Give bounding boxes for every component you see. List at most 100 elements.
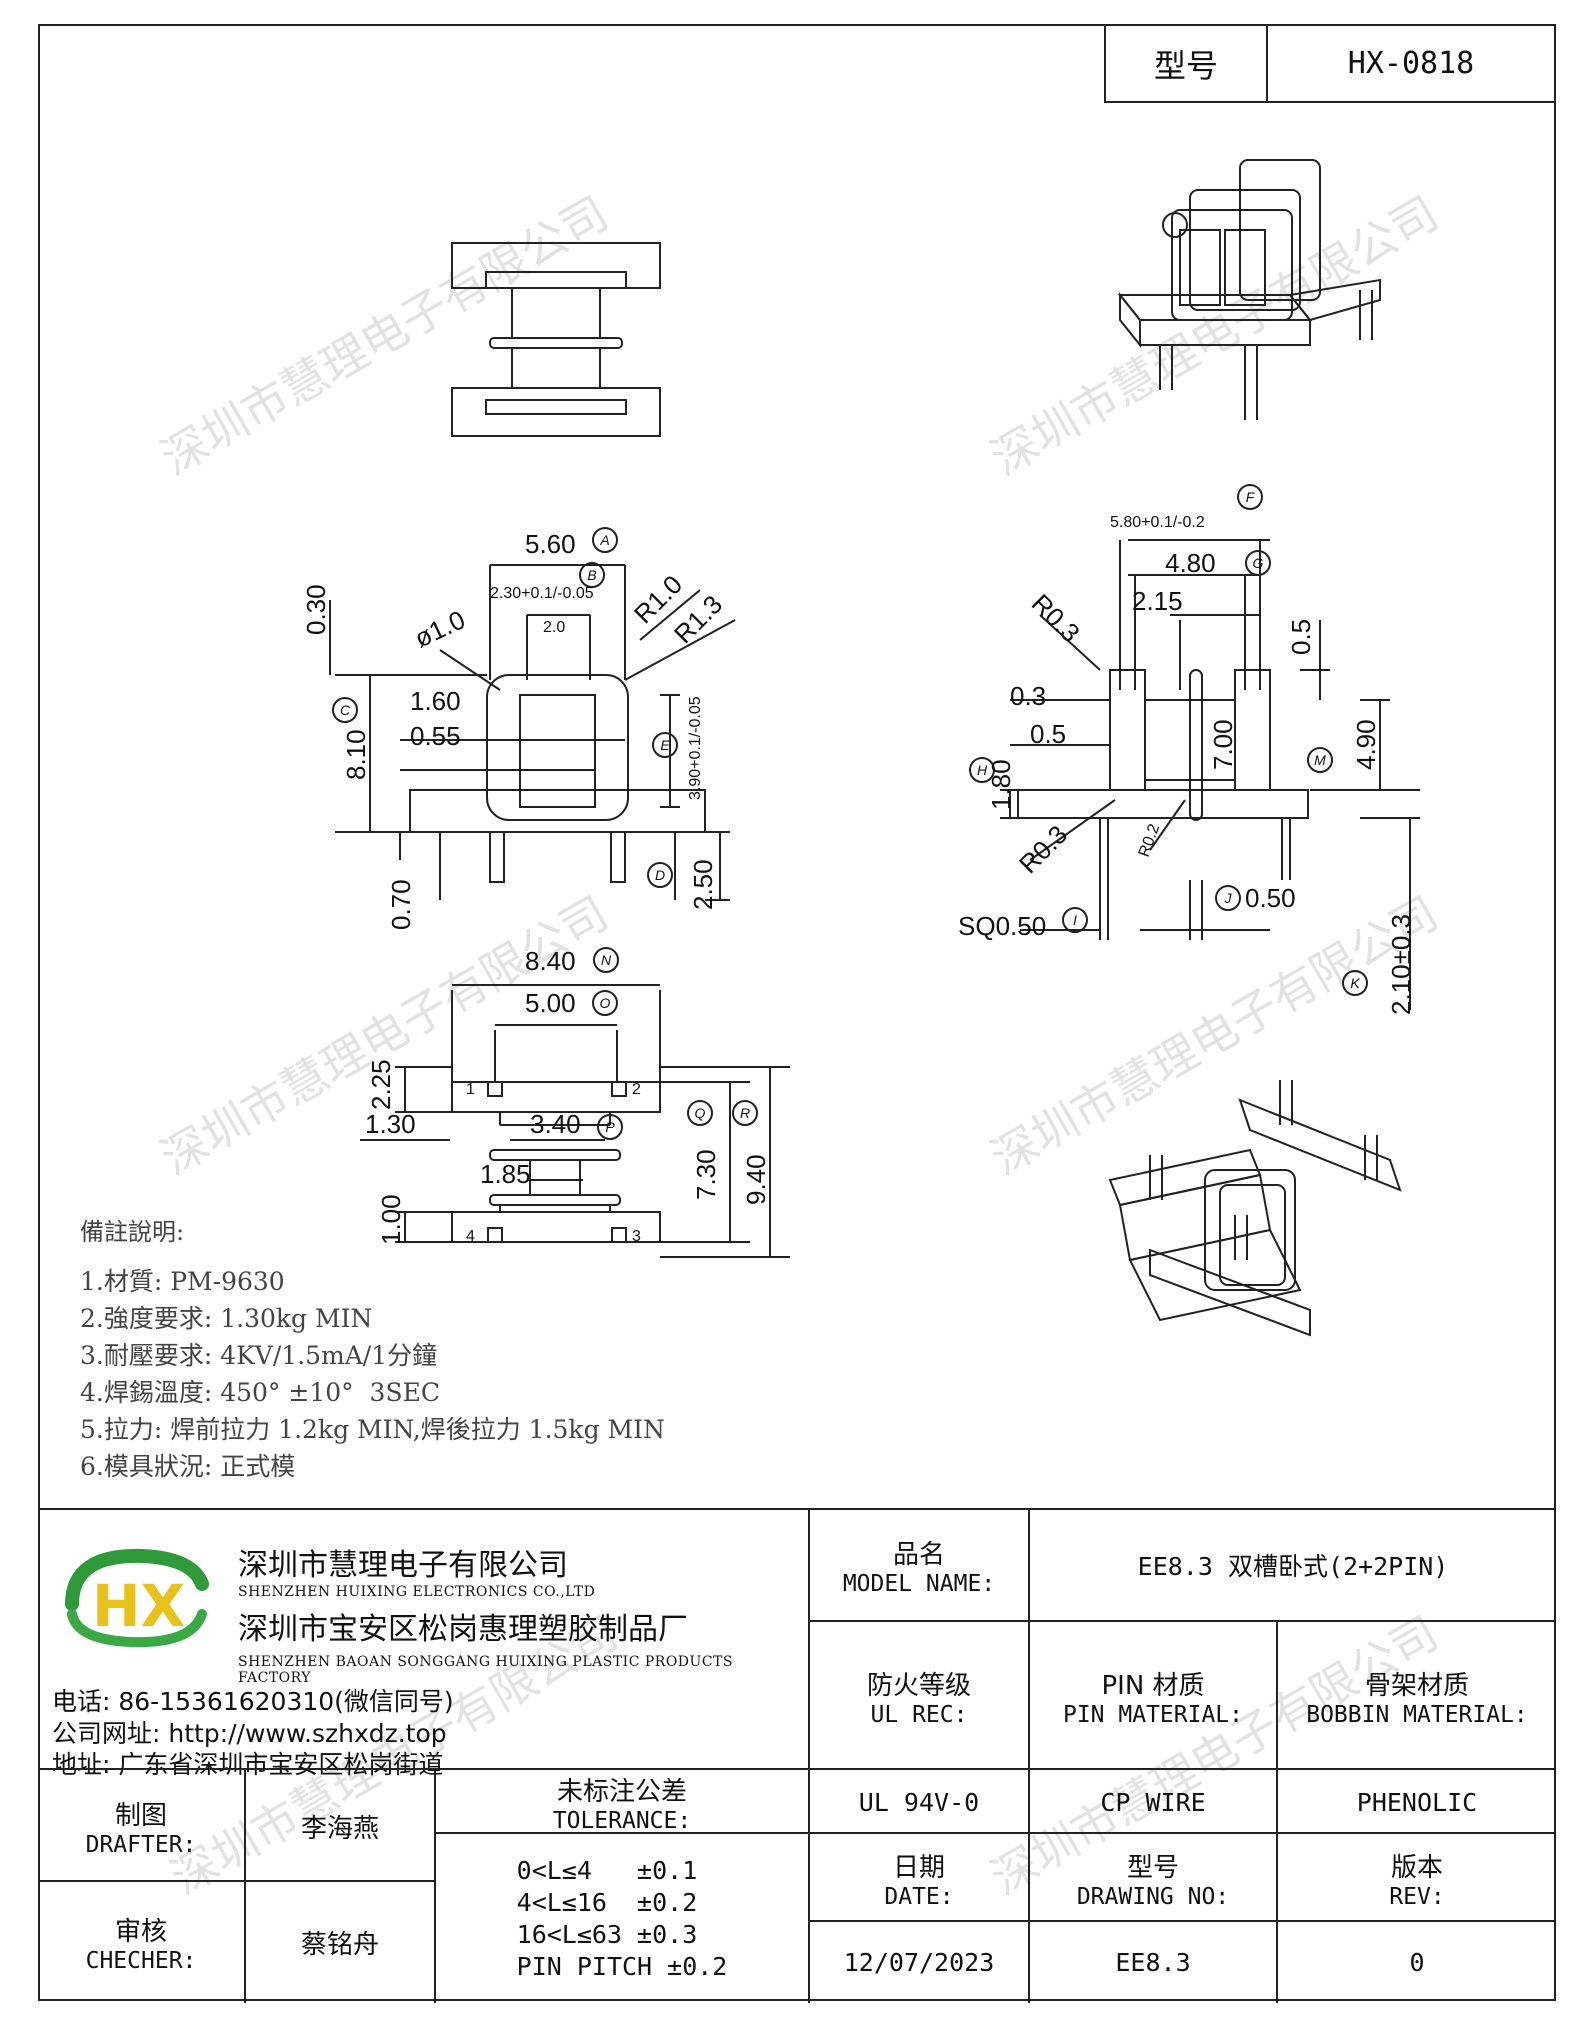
- drawing-en: DRAWING NO:: [1076, 1883, 1230, 1910]
- callout-m: M: [1314, 752, 1326, 768]
- dim-r03a: R0.3: [1026, 588, 1086, 648]
- tolerance-line: 4<L≤16 ±0.2: [516, 1887, 698, 1917]
- dim-k: 2.10±0.3: [1386, 914, 1416, 1015]
- dim-05b: 0.5: [1030, 719, 1066, 749]
- note-item: 6.模具狀況: 正式模: [80, 1452, 296, 1481]
- dim-q: 7.30: [691, 1149, 721, 1200]
- dim-h810: 8.10: [341, 729, 371, 780]
- bobbin-material-label-cell: 骨架材质 BOBBIN MATERIAL:: [1276, 1620, 1556, 1770]
- dim-03: 0.3: [1010, 681, 1046, 711]
- bobbin-cn: 骨架材质: [1364, 1670, 1469, 1701]
- dim-p: 3.40: [530, 1109, 581, 1139]
- drafter-value: 李海燕: [300, 1813, 379, 1844]
- pin-material-label-cell: PIN 材质 PIN MATERIAL:: [1028, 1620, 1276, 1770]
- drawing-value-cell: EE8.3: [1028, 1920, 1276, 2003]
- dimension-labels: 5.60 2.30+0.1/-0.05 2.0 ø1.0 R1.0 R1.3 0…: [301, 489, 1416, 1245]
- pin-cn: PIN 材质: [1101, 1670, 1205, 1701]
- factory-name-cn: 深圳市宝安区松岗惠理塑胶制品厂: [238, 1612, 688, 1647]
- pin-value-cell: CP WIRE: [1028, 1768, 1276, 1834]
- dim-r02: R0.2: [1136, 822, 1164, 860]
- dim-100: 1.00: [376, 1194, 406, 1245]
- model-name-cn: 品名: [892, 1539, 945, 1570]
- pin-value: CP WIRE: [1100, 1787, 1206, 1817]
- checker-value: 蔡铭舟: [300, 1930, 379, 1960]
- callout-g: G: [1253, 555, 1264, 571]
- title-block: HX 深圳市慧理电子有限公司 SHENZHEN HUIXING ELECTRON…: [38, 1508, 1556, 2003]
- company-name-en: SHENZHEN HUIXING ELECTRONICS CO.,LTD: [238, 1584, 596, 1600]
- isometric-view-top: [1117, 159, 1381, 420]
- drawing-no-label-cell: 型号 DRAWING NO:: [1028, 1832, 1276, 1922]
- notes-section: 備註說明: 1.材質: PM-9630 2.強度要求: 1.30kg MIN 3…: [80, 1212, 665, 1485]
- dim-h030: 0.30: [301, 584, 331, 635]
- logo-text: HX: [92, 1572, 185, 1640]
- callout-r: R: [740, 1105, 750, 1121]
- callout-b: B: [587, 567, 596, 583]
- dim-e: 3.90+0.1/-0.05: [687, 696, 704, 800]
- notes-title: 備註說明:: [80, 1218, 185, 1246]
- company-logo: HX: [65, 1548, 209, 1648]
- drafter-en: DRAFTER:: [85, 1831, 197, 1858]
- pin-2: 2: [632, 1081, 641, 1098]
- note-item: 4.焊錫溫度: 450° ±10° 3SEC: [80, 1378, 440, 1407]
- drawing-sheet-border: [38, 24, 1556, 2001]
- drafter-cn: 制图: [114, 1800, 167, 1831]
- company-name-cn: 深圳市慧理电子有限公司: [238, 1548, 568, 1583]
- dim-w2: 2.0: [543, 619, 565, 636]
- front-view: [329, 564, 736, 901]
- dim-a: 5.60: [525, 529, 576, 559]
- bobbin-value-cell: PHENOLIC: [1276, 1768, 1556, 1834]
- rev-value-cell: 0: [1276, 1920, 1556, 2003]
- company-info: HX 深圳市慧理电子有限公司 SHENZHEN HUIXING ELECTRON…: [38, 1510, 808, 1779]
- pin-3: 3: [632, 1228, 641, 1245]
- dim-185: 1.85: [480, 1159, 531, 1189]
- dim-055: 0.55: [410, 721, 461, 751]
- note-item: 3.耐壓要求: 4KV/1.5mA/1分鐘: [80, 1341, 438, 1370]
- dim-160: 1.60: [410, 686, 461, 716]
- callout-d: D: [655, 867, 665, 883]
- rev-cn: 版本: [1390, 1852, 1443, 1883]
- dim-250: 2.50: [688, 859, 718, 910]
- bobbin-value: PHENOLIC: [1356, 1787, 1478, 1817]
- note-item: 1.材質: PM-9630: [80, 1267, 285, 1296]
- rev-label-cell: 版本 REV:: [1276, 1832, 1556, 1922]
- ul-label-cell: 防火等级 UL REC:: [808, 1620, 1028, 1770]
- dim-180: 1.80: [986, 759, 1016, 810]
- model-name-label-cell: 品名 MODEL NAME:: [808, 1508, 1028, 1620]
- checker-value-cell: 蔡铭舟: [244, 1880, 434, 2003]
- model-name-value-cell: EE8.3 双槽卧式(2+2PIN): [1028, 1508, 1556, 1620]
- callout-circles: [332, 484, 1368, 1140]
- dim-sq: SQ0.50: [958, 911, 1046, 941]
- checker-cn: 审核: [114, 1917, 167, 1947]
- callout-p: P: [605, 1119, 615, 1135]
- dim-n: 8.40: [525, 946, 576, 976]
- date-label-cell: 日期 DATE:: [808, 1832, 1028, 1922]
- tolerance-line: 16<L≤63 ±0.3: [516, 1919, 698, 1949]
- callout-a: A: [599, 532, 609, 548]
- callout-n: N: [601, 952, 612, 968]
- checker-label-cell: 审核 CHECHER:: [38, 1880, 244, 2003]
- ul-value: UL 94V-0: [858, 1787, 980, 1817]
- pin-en: PIN MATERIAL:: [1062, 1701, 1243, 1728]
- dim-j: 0.50: [1245, 883, 1296, 913]
- side-view: [1000, 539, 1420, 1010]
- dim-130: 1.30: [365, 1109, 416, 1139]
- rev-en: REV:: [1389, 1883, 1445, 1910]
- dim-g: 4.80: [1165, 548, 1216, 578]
- dim-r: 9.40: [741, 1154, 771, 1205]
- dim-070: 0.70: [386, 879, 416, 930]
- dim-215: 2.15: [1132, 586, 1183, 616]
- tolerance-label-cell: 未标注公差 TOLERANCE:: [434, 1768, 808, 1834]
- pin-1: 1: [466, 1081, 475, 1098]
- note-item: 5.拉力: 焊前拉力 1.2kg MIN,焊後拉力 1.5kg MIN: [80, 1415, 665, 1444]
- callout-c: C: [340, 702, 351, 718]
- checker-en: CHECHER:: [85, 1948, 197, 1974]
- model-header-box: 型号 HX-0818: [1104, 24, 1556, 103]
- contact-phone: 电话: 86-15361620310(微信同号): [52, 1687, 454, 1716]
- technical-drawing: 5.60 2.30+0.1/-0.05 2.0 ø1.0 R1.0 R1.3 0…: [301, 159, 1420, 1337]
- ul-cn: 防火等级: [866, 1670, 971, 1701]
- pin-4: 4: [466, 1228, 475, 1245]
- callout-f: F: [1246, 489, 1256, 505]
- callout-j: J: [1224, 890, 1233, 906]
